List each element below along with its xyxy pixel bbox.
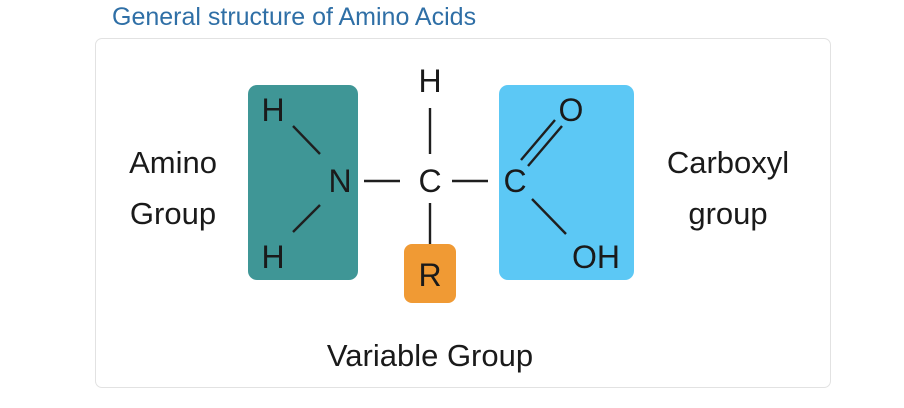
atom-n: N [328, 163, 351, 199]
amino-group-label-line2: Group [130, 196, 216, 231]
atom-oh-carboxyl: OH [572, 239, 620, 275]
atom-o-carboxyl: O [559, 92, 584, 128]
carboxyl-group-box [499, 85, 634, 280]
atom-r: R [418, 257, 441, 293]
atom-c-carboxyl: C [503, 163, 526, 199]
bond-c-oh [531, 198, 567, 235]
amino-group-box [248, 85, 358, 280]
atom-h-amino-bottom: H [261, 239, 284, 275]
variable-group-label: Variable Group [327, 338, 533, 373]
carboxyl-group-label-line1: Carboxyl [667, 145, 789, 180]
diagram-panel [95, 38, 831, 388]
bond-h-n-bottom [292, 204, 321, 233]
atom-c-alpha: C [418, 163, 441, 199]
r-group-box [404, 244, 456, 303]
atom-h-alpha: H [418, 63, 441, 99]
amino-group-label-line1: Amino [129, 145, 217, 180]
bond-c-o-double-2 [527, 125, 563, 167]
atom-h-amino-top: H [261, 92, 284, 128]
carboxyl-group-label-line2: group [688, 196, 767, 231]
bond-c-o-double-1 [520, 119, 556, 161]
bond-h-n-top [292, 125, 321, 155]
diagram-title: General structure of Amino Acids [112, 3, 477, 31]
